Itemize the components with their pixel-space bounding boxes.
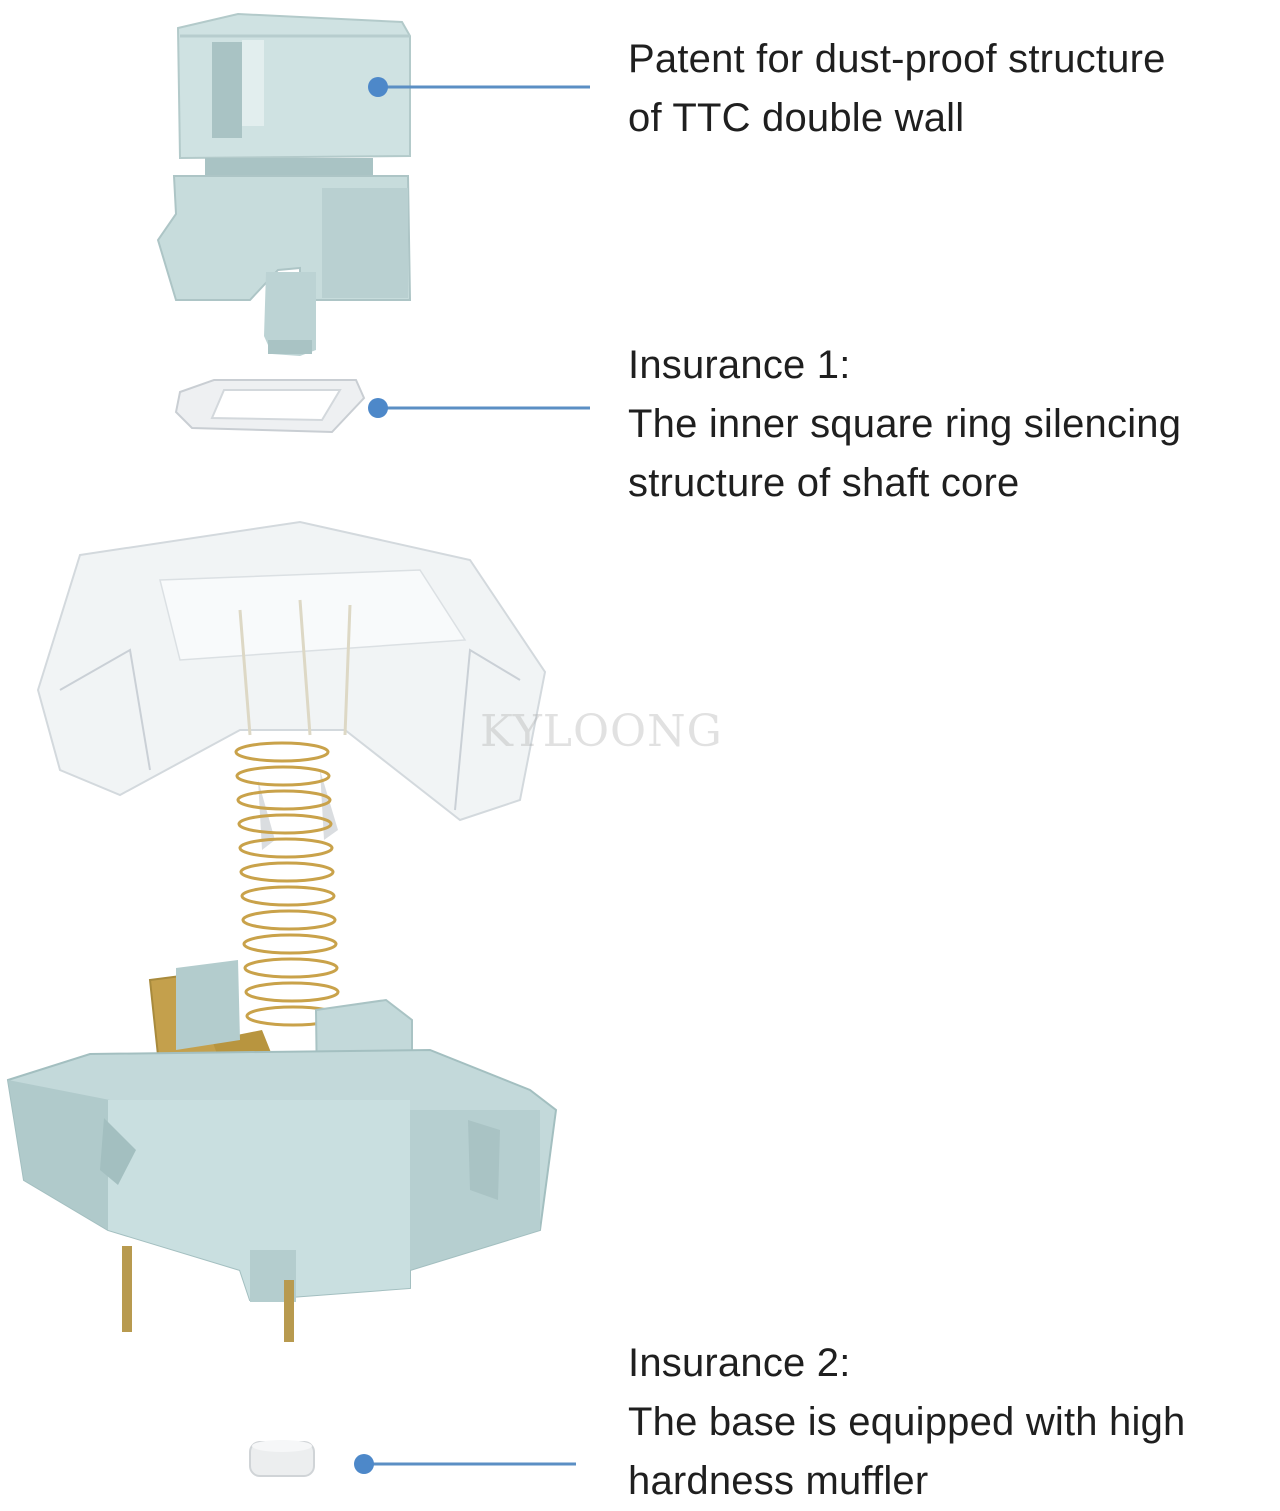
callout-muffler: Insurance 2: The base is equipped with h… — [628, 1334, 1185, 1511]
callout-muffler-line-2: The base is equipped with high — [628, 1400, 1186, 1444]
callout-stem-line-1: Patent for dust-proof structure — [628, 37, 1166, 81]
leader-line-stem — [368, 77, 590, 97]
clear-top-housing — [36, 520, 547, 850]
callout-muffler-line-1: Insurance 2: — [628, 1341, 851, 1385]
watermark: KYLOONG — [480, 706, 723, 757]
leader-dot-ring — [368, 398, 388, 418]
callout-stem: Patent for dust-proof structure of TTC d… — [628, 30, 1166, 148]
leader-line-muffler — [354, 1454, 576, 1474]
leader-line-ring — [368, 398, 590, 418]
callout-ring-line-3: structure of shaft core — [628, 461, 1020, 505]
leader-dot-stem — [368, 77, 388, 97]
callout-muffler-line-3: hardness muffler — [628, 1459, 929, 1503]
callout-stem-line-2: of TTC double wall — [628, 96, 965, 140]
callout-silencing-ring: Insurance 1: The inner square ring silen… — [628, 336, 1181, 513]
leader-dot-muffler — [354, 1454, 374, 1474]
callout-ring-line-2: The inner square ring silencing — [628, 402, 1182, 446]
muffler — [249, 1440, 315, 1477]
silencing-ring — [174, 379, 366, 434]
bottom-housing — [6, 960, 558, 1342]
callout-ring-line-1: Insurance 1: — [628, 343, 851, 387]
spring — [234, 741, 341, 1027]
stem — [156, 12, 412, 356]
